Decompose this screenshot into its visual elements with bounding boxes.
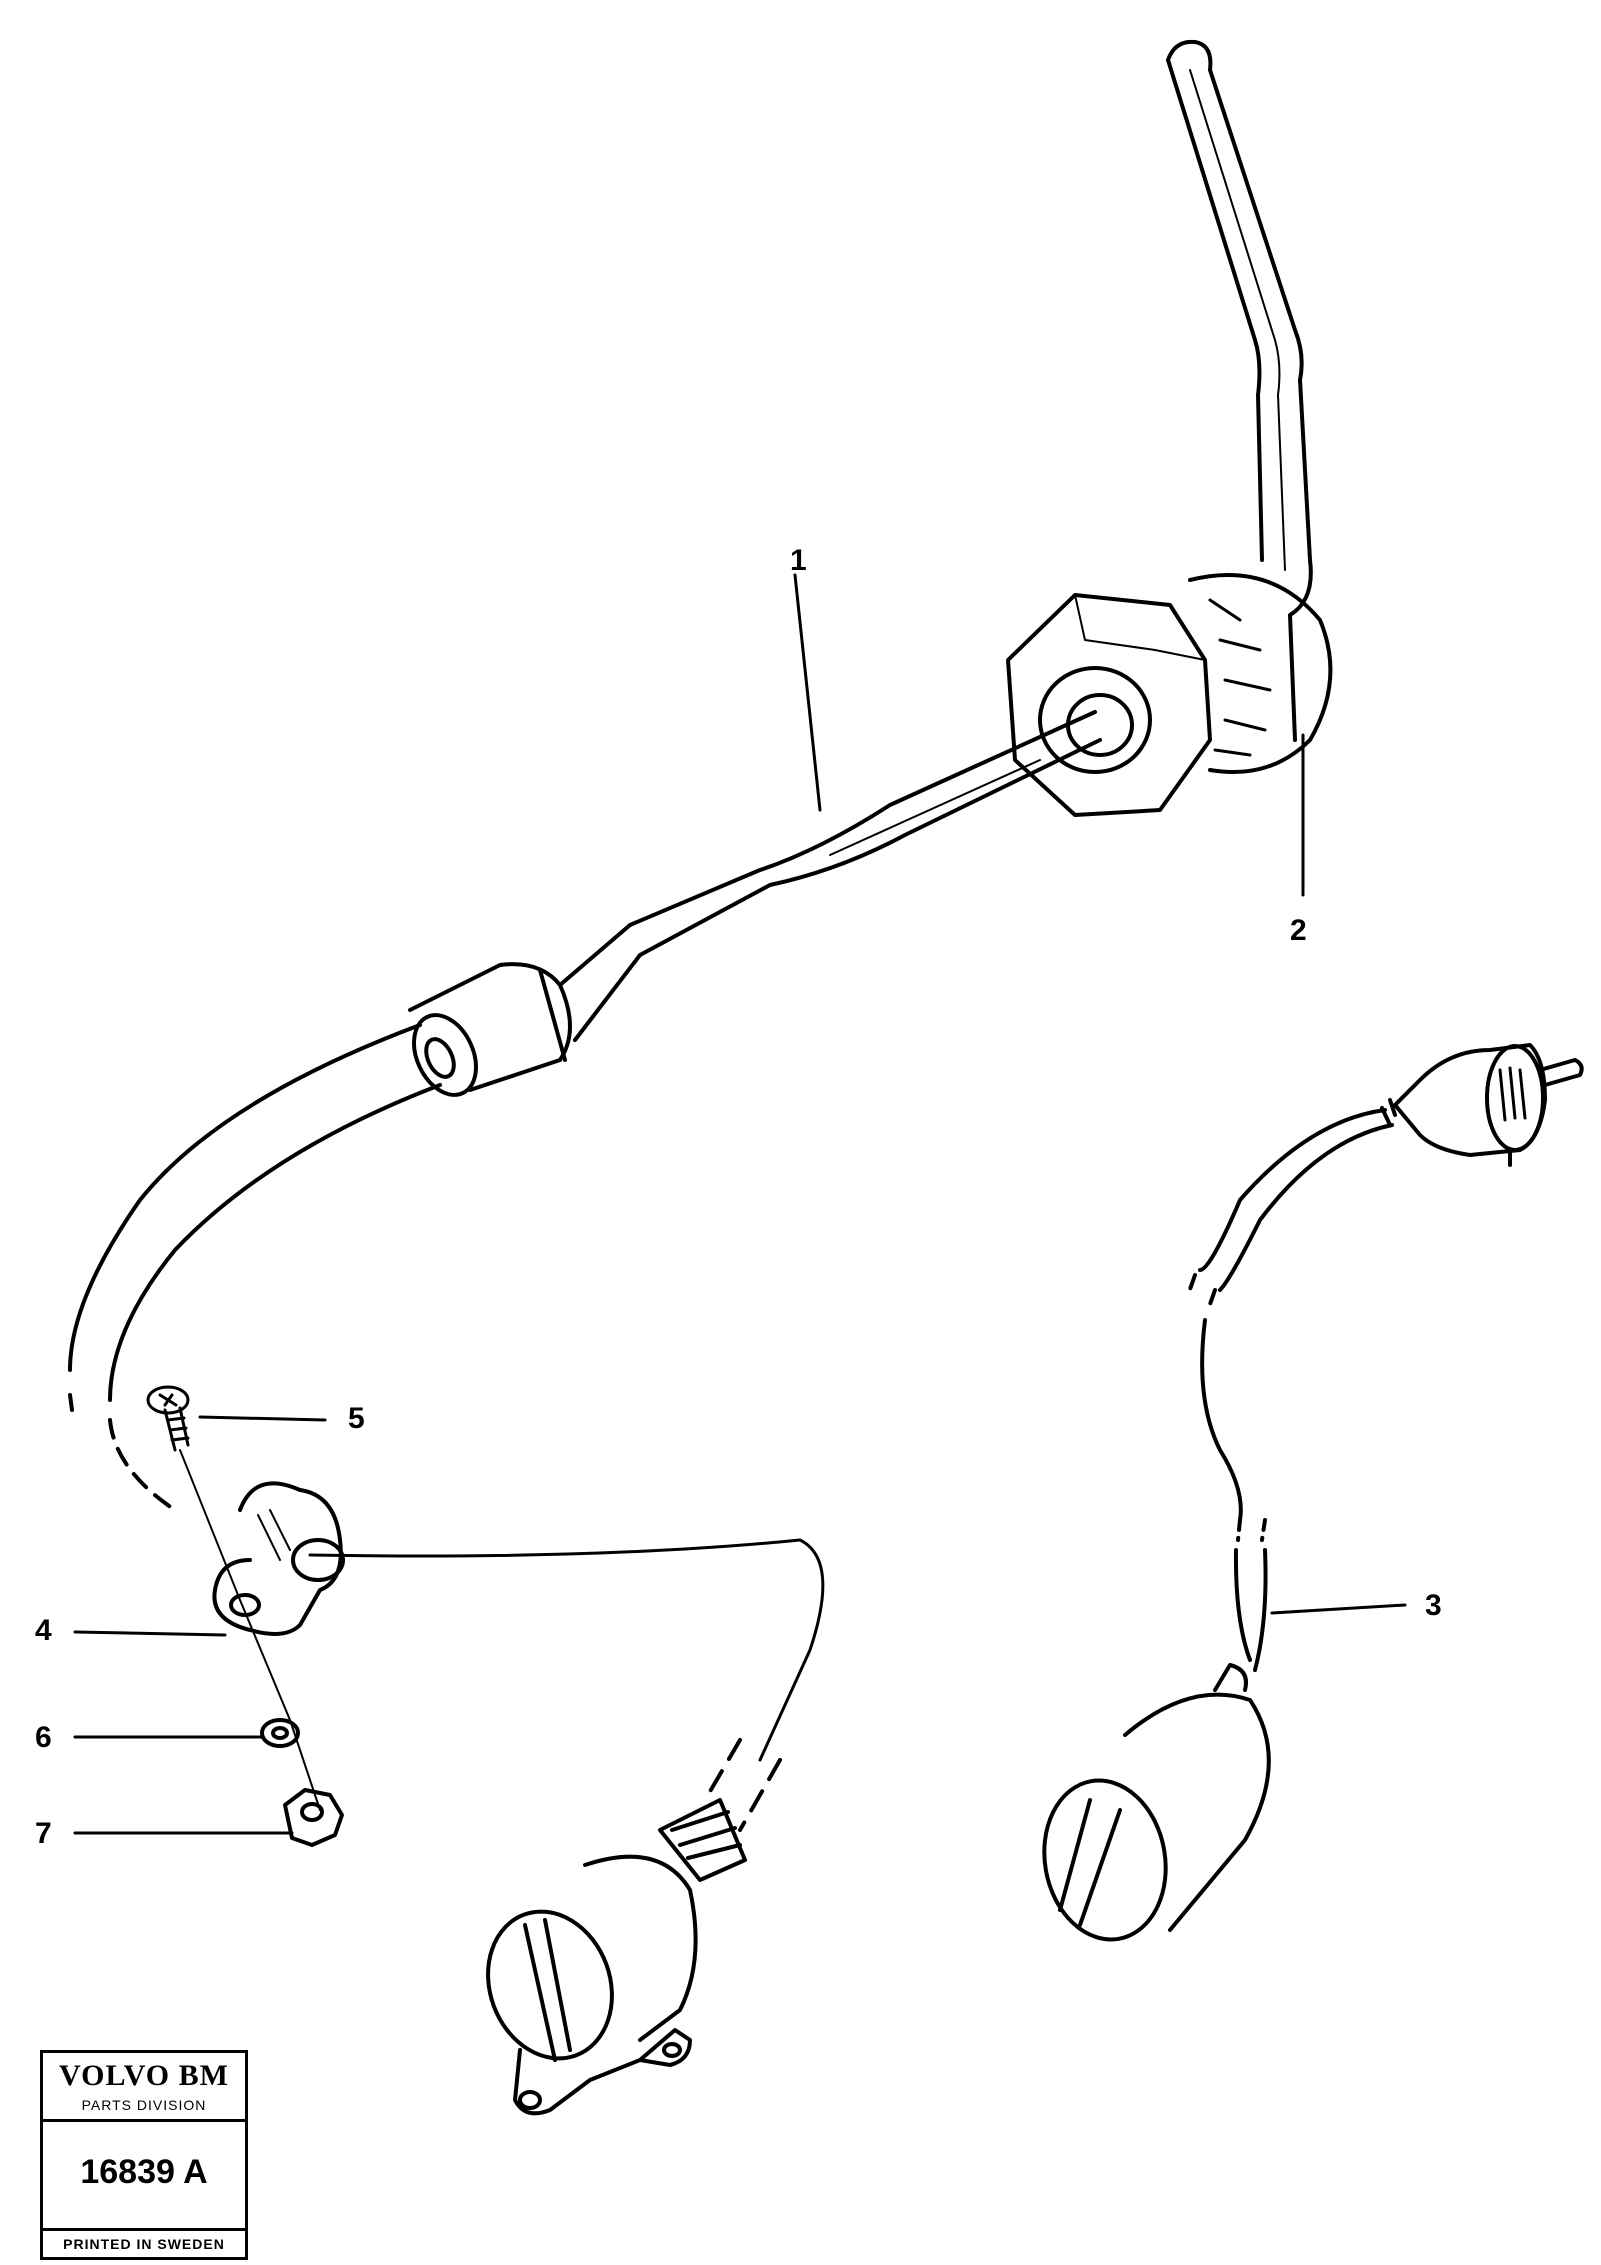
illustration-number: 16839 A xyxy=(80,2153,208,2191)
brand-name: VOLVO BM xyxy=(59,2059,229,2092)
leader-5 xyxy=(198,1415,327,1422)
cable-clamp xyxy=(212,1481,345,1636)
power-cord xyxy=(1042,1043,1584,1942)
callout-4: 4 xyxy=(35,1614,52,1647)
callout-1: 1 xyxy=(790,544,807,577)
leader-1 xyxy=(793,573,822,812)
callout-5: 5 xyxy=(348,1402,365,1435)
callout-6: 6 xyxy=(35,1721,52,1754)
division-label: PARTS DIVISION xyxy=(43,2097,245,2122)
leader-4 xyxy=(73,1630,227,1637)
callout-2: 2 xyxy=(1290,914,1307,947)
leader-3 xyxy=(1270,1603,1407,1615)
washer xyxy=(260,1718,300,1748)
heater-element xyxy=(408,39,1333,1097)
cable xyxy=(68,1023,825,1832)
screw xyxy=(146,1385,321,1811)
callout-7: 7 xyxy=(35,1817,52,1850)
printed-in-label: PRINTED IN SWEDEN xyxy=(43,2228,245,2257)
leader-lines xyxy=(73,573,1407,1835)
nut xyxy=(283,1788,344,1847)
callout-3: 3 xyxy=(1425,1589,1442,1622)
socket-connector xyxy=(486,1798,747,2116)
publisher-stamp: VOLVO BM PARTS DIVISION 16839 A PRINTED … xyxy=(40,2050,248,2260)
